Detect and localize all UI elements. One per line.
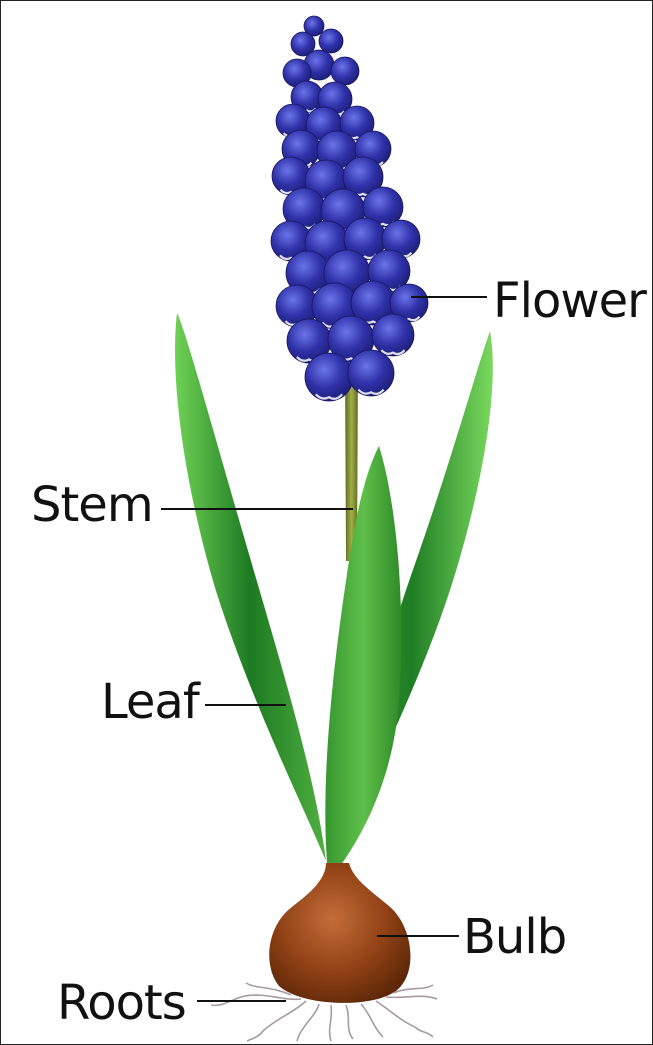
flower-cluster [271,16,428,401]
bulb [269,863,410,1003]
center-leaf [325,446,401,881]
floret [305,353,353,401]
flower-label: Flower [493,277,646,325]
roots-label: Roots [57,979,186,1027]
stem-label: Stem [31,481,153,529]
floret [319,29,343,53]
floret [348,350,394,396]
floret [372,314,414,356]
floret [331,57,359,85]
leaf-label: Leaf [101,678,199,726]
left-leaf [175,313,326,861]
bulb-label: Bulb [463,913,566,961]
